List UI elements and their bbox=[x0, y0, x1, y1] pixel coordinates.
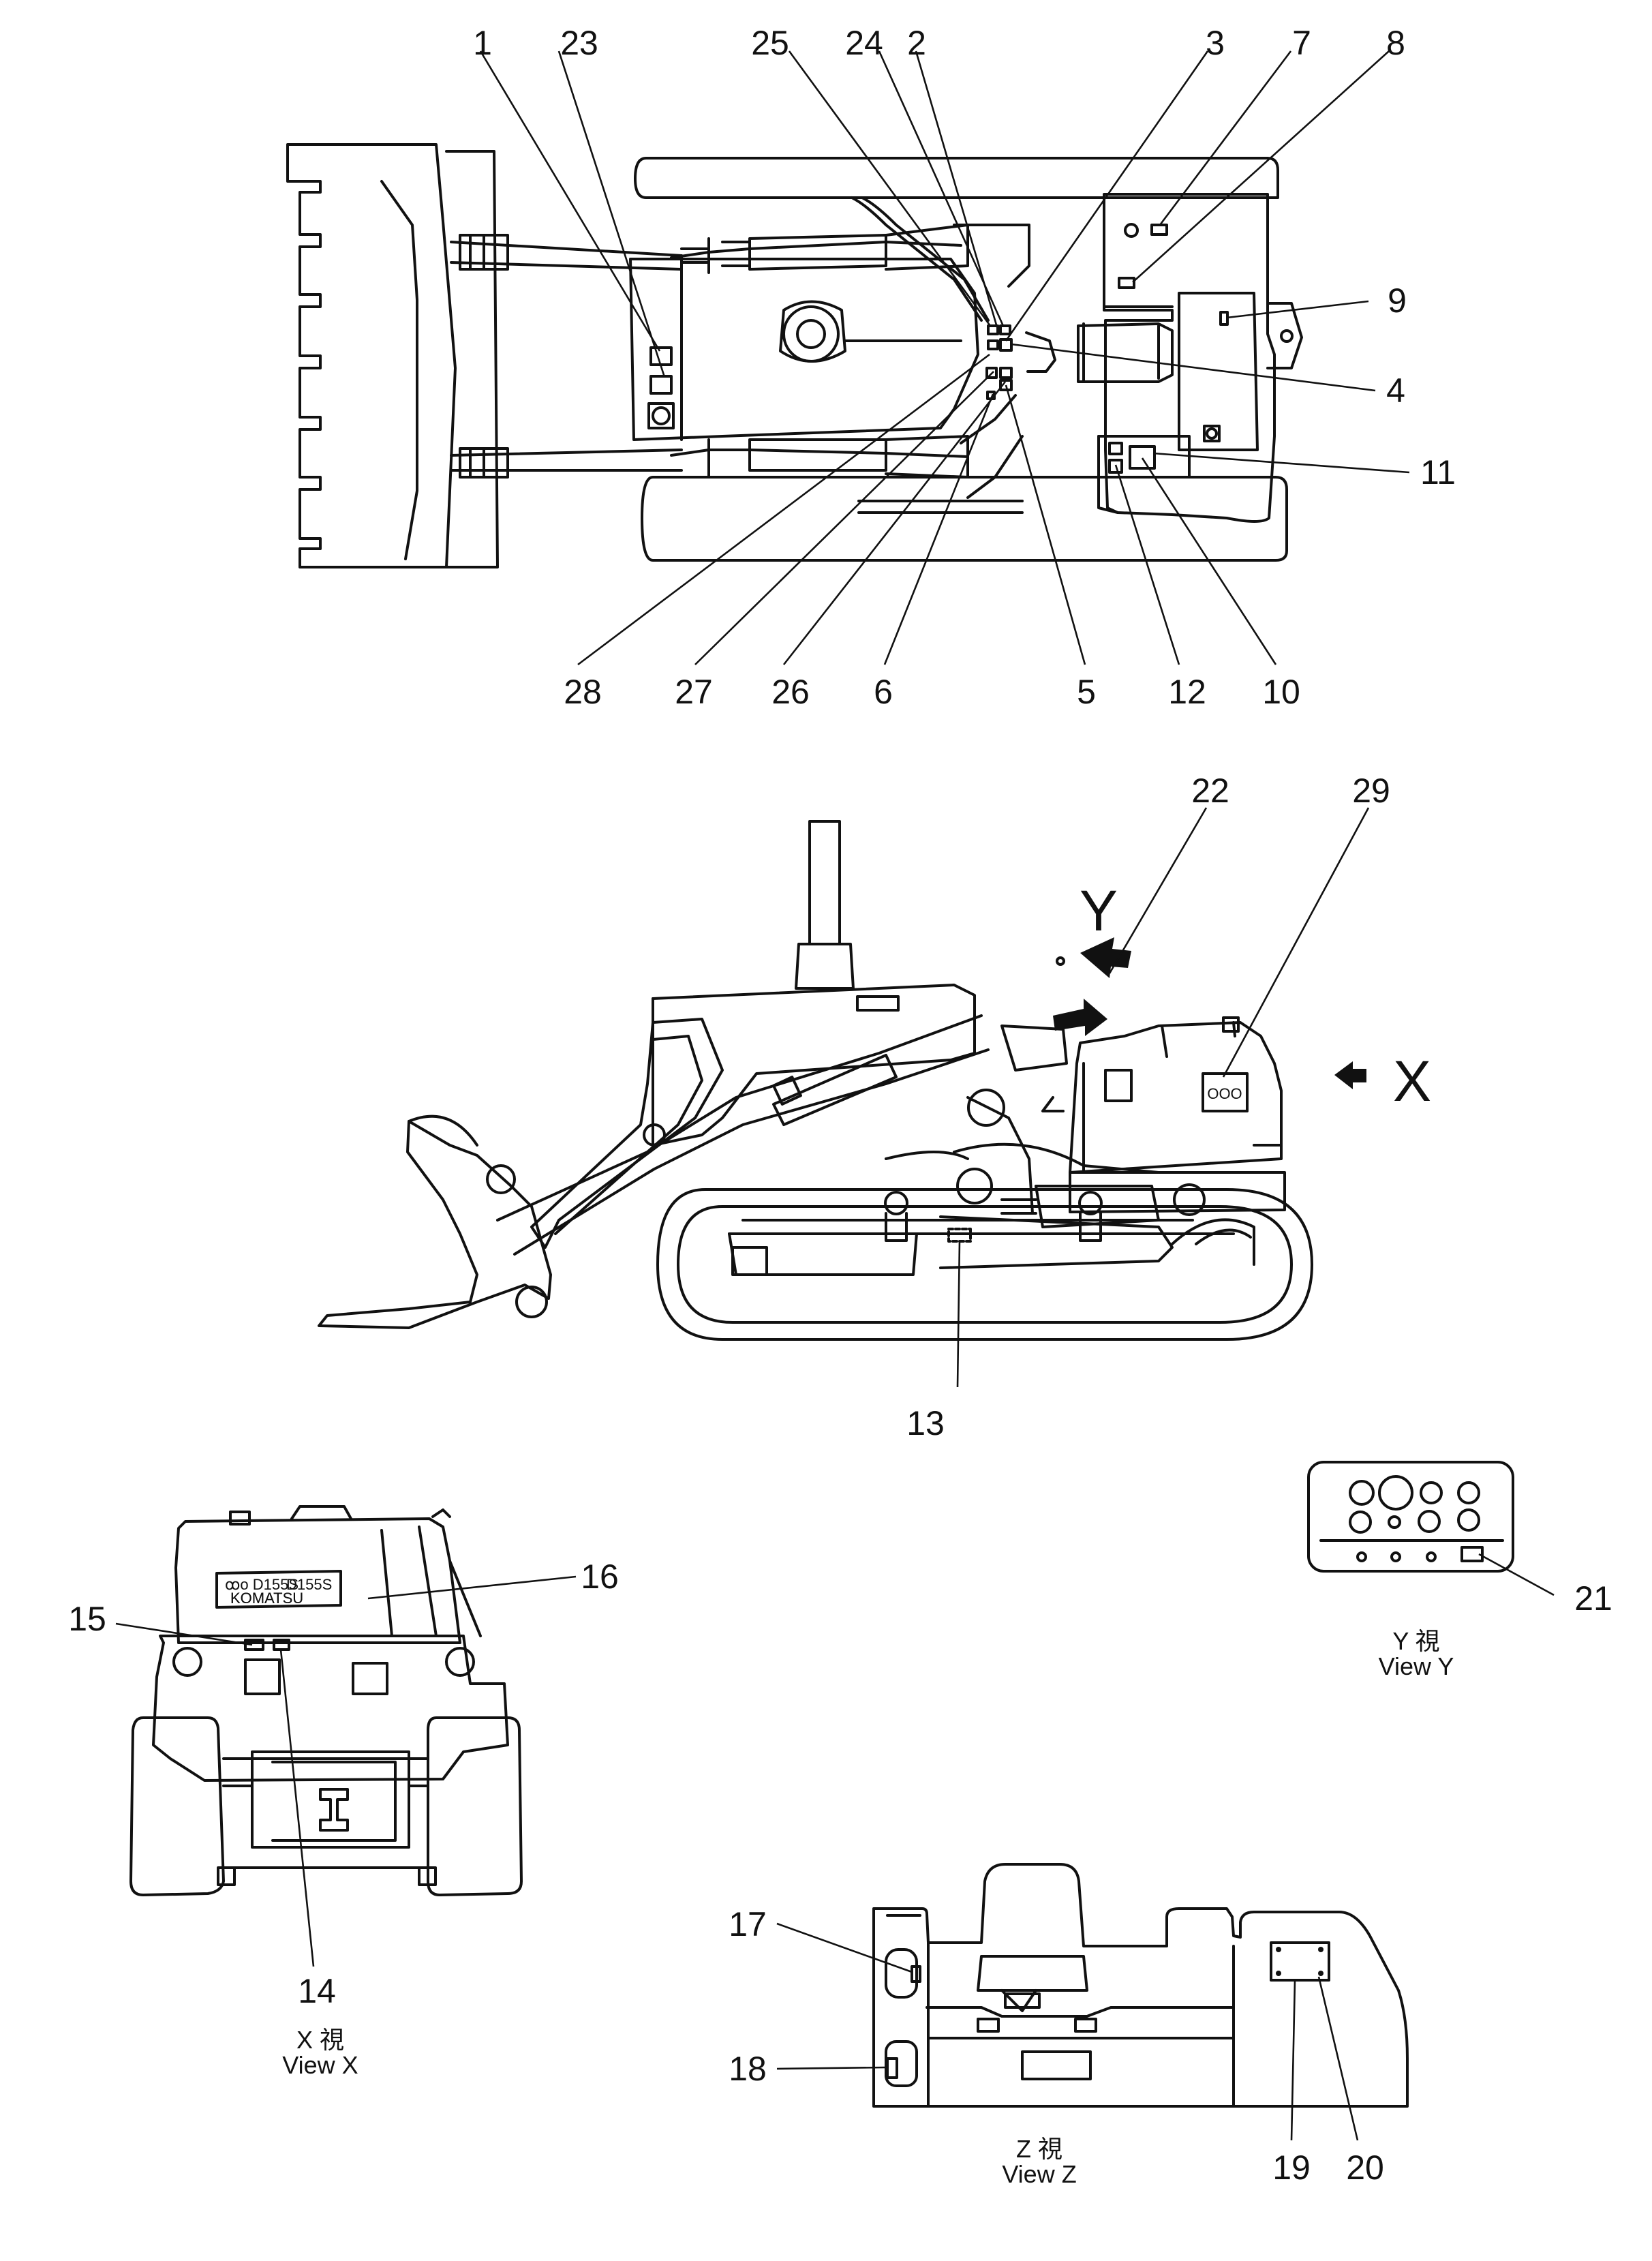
callout-6: 6 bbox=[874, 673, 893, 711]
view-x-nameplate: D155S KOMATSU bbox=[230, 1576, 332, 1607]
view-z-drawing bbox=[872, 1863, 1409, 2108]
view-y-leaders bbox=[1478, 1553, 1555, 1596]
callout-28: 28 bbox=[564, 673, 602, 711]
callout-26: 26 bbox=[771, 673, 810, 711]
svg-text:OOO: OOO bbox=[1207, 1085, 1242, 1102]
callout-16: 16 bbox=[581, 1558, 619, 1596]
callout-13: 13 bbox=[906, 1404, 945, 1442]
top-view-drawing bbox=[286, 143, 1303, 568]
view-y-arrow-label: Y bbox=[1080, 879, 1118, 943]
callout-8: 8 bbox=[1386, 24, 1405, 62]
side-view-leaders bbox=[956, 807, 1370, 1388]
callout-4: 4 bbox=[1386, 371, 1405, 410]
callout-11: 11 bbox=[1420, 453, 1456, 491]
view-x-leaders bbox=[115, 1575, 577, 1967]
callout-18: 18 bbox=[729, 2050, 767, 2088]
view-z-leaders bbox=[776, 1922, 1359, 2141]
callout-21: 21 bbox=[1574, 1579, 1612, 1618]
callout-3: 3 bbox=[1206, 24, 1225, 62]
callout-19: 19 bbox=[1272, 2149, 1311, 2187]
view-y-drawing bbox=[1307, 1461, 1514, 1573]
svg-text:KOMATSU: KOMATSU bbox=[230, 1590, 303, 1607]
view-x-kanji: X 視 bbox=[296, 2026, 344, 2054]
view-x-labels: 16 15 14 X 視 View X bbox=[68, 1558, 619, 2079]
callout-25: 25 bbox=[751, 24, 789, 62]
callout-22: 22 bbox=[1191, 772, 1229, 810]
callout-17: 17 bbox=[729, 1905, 767, 1943]
callout-15: 15 bbox=[68, 1600, 106, 1638]
callout-23: 23 bbox=[560, 24, 598, 62]
view-y-kanji: Y 視 bbox=[1392, 1627, 1439, 1655]
callout-9: 9 bbox=[1388, 282, 1407, 320]
view-x-drawing: ꝏo D155S KOMATSU bbox=[129, 1505, 523, 1896]
callout-7: 7 bbox=[1292, 24, 1311, 62]
view-z-kanji: Z 視 bbox=[1016, 2135, 1062, 2163]
nameplate-brand: KOMATSU bbox=[230, 1590, 303, 1607]
view-x-arrow-label: X bbox=[1393, 1049, 1431, 1113]
callout-5: 5 bbox=[1077, 673, 1096, 711]
callout-24: 24 bbox=[845, 24, 883, 62]
view-z-caption: View Z bbox=[1002, 2160, 1076, 2188]
view-x-caption: View X bbox=[282, 2051, 358, 2079]
callout-10: 10 bbox=[1262, 673, 1300, 711]
side-view-labels: 22 29 13 Y X bbox=[906, 772, 1431, 1442]
view-z-labels: 17 18 19 20 Z 視 View Z bbox=[729, 1905, 1384, 2188]
view-y-labels: 21 Y 視 View Y bbox=[1379, 1579, 1612, 1680]
callout-2: 2 bbox=[907, 24, 926, 62]
nameplate-model: D155S bbox=[286, 1576, 332, 1593]
callout-1: 1 bbox=[473, 24, 492, 62]
top-view-leaders bbox=[479, 50, 1410, 666]
side-view-drawing: OOO bbox=[318, 820, 1366, 1341]
view-y-caption: View Y bbox=[1379, 1652, 1454, 1680]
top-view-callouts: 1 23 25 24 2 3 7 8 9 4 11 28 27 26 6 5 1… bbox=[473, 24, 1456, 711]
callout-20: 20 bbox=[1346, 2149, 1384, 2187]
svg-text:ꝏo D155S: ꝏo D155S bbox=[225, 1576, 299, 1593]
callout-14: 14 bbox=[298, 1972, 336, 2010]
callout-27: 27 bbox=[675, 673, 713, 711]
callout-12: 12 bbox=[1168, 673, 1206, 711]
callout-29: 29 bbox=[1352, 772, 1390, 810]
